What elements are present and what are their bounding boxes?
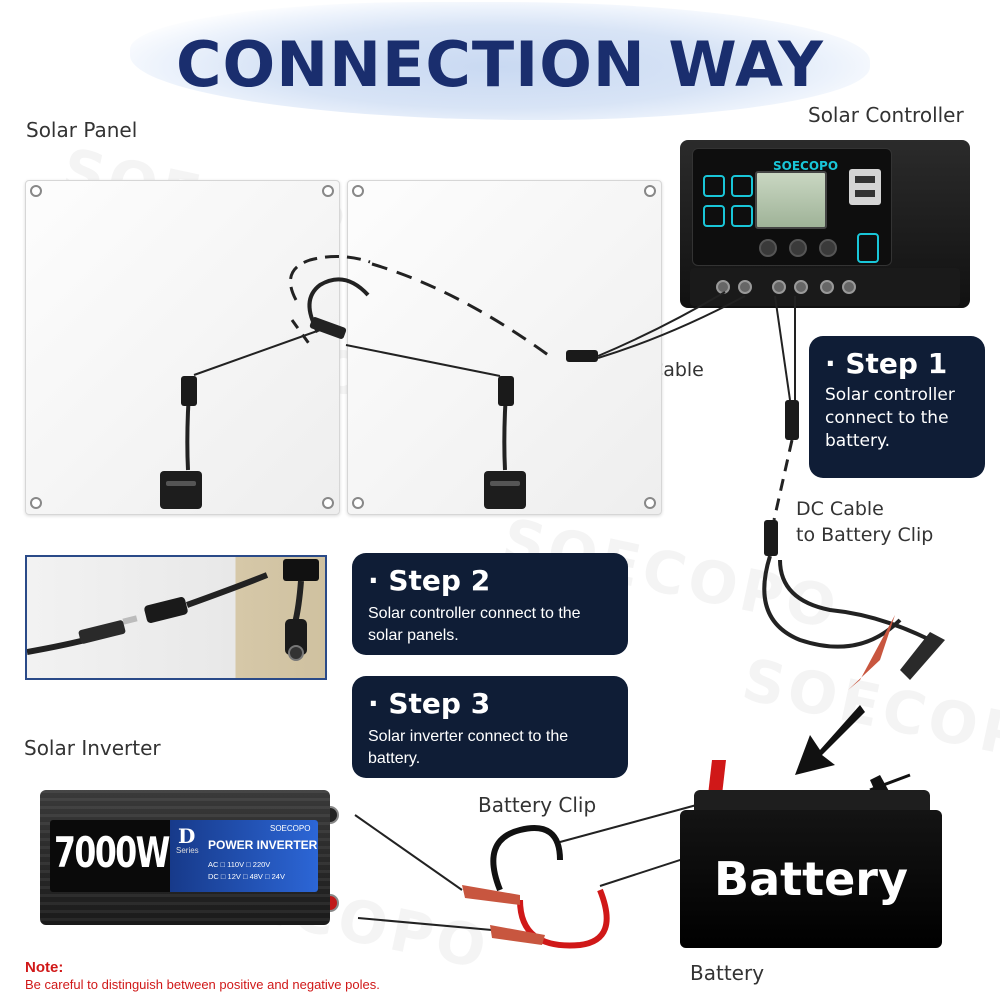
junction-box-icon bbox=[160, 471, 202, 509]
step-2-card: · Step 2 Solar controller connect to the… bbox=[352, 553, 628, 655]
grommet-icon bbox=[30, 185, 42, 197]
connector-icon bbox=[27, 559, 319, 661]
grommet-icon bbox=[352, 497, 364, 509]
step-1-title: · Step 1 bbox=[825, 347, 948, 380]
watermark: SOECOPO bbox=[736, 645, 1000, 783]
terminal-icon bbox=[820, 280, 834, 294]
step-3-text-line: Solar inverter connect to the bbox=[368, 728, 569, 746]
lcd-screen bbox=[755, 171, 827, 229]
step-3-text-line: battery. bbox=[368, 749, 421, 767]
controller-terminals bbox=[690, 268, 960, 306]
step-3-card: · Step 3 Solar inverter connect to the b… bbox=[352, 676, 628, 778]
battery-icon bbox=[857, 233, 879, 263]
usb-port-icon bbox=[849, 169, 881, 205]
dc-cable-battery-label-line1: DC Cable bbox=[796, 498, 884, 520]
solar-panel-label: Solar Panel bbox=[26, 118, 138, 142]
inverter-label-plate: 7000W D Series SOECOPO POWER INVERTER AC… bbox=[50, 820, 318, 892]
terminal-icon bbox=[738, 280, 752, 294]
connector-closeup-photo bbox=[25, 555, 327, 680]
inverter-title: POWER INVERTER bbox=[208, 838, 318, 852]
battery-unit: Battery bbox=[680, 790, 950, 950]
step-1-text-line: Solar controller bbox=[825, 385, 955, 406]
step-2-text-line: solar panels. bbox=[368, 626, 459, 644]
inverter-wattage: 7000W bbox=[54, 828, 170, 877]
grommet-icon bbox=[644, 185, 656, 197]
battery-clip-label: Battery Clip bbox=[478, 793, 597, 817]
gear-icon bbox=[731, 175, 753, 197]
terminal-icon bbox=[716, 280, 730, 294]
step-1-text-line: battery. bbox=[825, 431, 891, 452]
grommet-icon bbox=[322, 497, 334, 509]
panel-icon bbox=[703, 175, 725, 197]
inverter-spec-ac: AC □ 110V □ 220V bbox=[208, 860, 271, 869]
title-brush-background bbox=[130, 2, 870, 120]
terminal-icon bbox=[772, 280, 786, 294]
solar-panel-right bbox=[347, 180, 662, 515]
inverter-series-letter: D bbox=[178, 824, 196, 848]
up-button-icon bbox=[789, 239, 807, 257]
grommet-icon bbox=[644, 497, 656, 509]
grommet-icon bbox=[30, 497, 42, 509]
down-button-icon bbox=[819, 239, 837, 257]
menu-button-icon bbox=[759, 239, 777, 257]
solar-controller: SOECOPO bbox=[680, 140, 980, 310]
junction-box-icon bbox=[484, 471, 526, 509]
power-inverter: 7000W D Series SOECOPO POWER INVERTER AC… bbox=[40, 790, 330, 925]
step-1-card: · Step 1 Solar controller connect to the… bbox=[809, 336, 985, 478]
battery-label: Battery bbox=[690, 961, 765, 985]
inverter-blue-panel bbox=[170, 820, 318, 892]
dc-cable-battery-label-line2: to Battery Clip bbox=[796, 524, 934, 546]
page-title: CONNECTION WAY bbox=[176, 28, 824, 101]
step-1-text-line: connect to the bbox=[825, 408, 949, 429]
controller-brand: SOECOPO bbox=[773, 159, 839, 173]
note-text: Be careful to distinguish between positi… bbox=[25, 977, 380, 992]
solar-panel-left bbox=[25, 180, 340, 515]
step-2-title: · Step 2 bbox=[368, 564, 491, 597]
note-title: Note: bbox=[25, 959, 64, 976]
battery-body-text: Battery bbox=[714, 852, 908, 906]
terminal-icon bbox=[842, 280, 856, 294]
terminal-icon bbox=[794, 280, 808, 294]
step-3-title: · Step 3 bbox=[368, 687, 491, 720]
step-2-text-line: Solar controller connect to the bbox=[368, 605, 581, 623]
grommet-icon bbox=[322, 185, 334, 197]
inverter-series-word: Series bbox=[176, 846, 199, 855]
solar-inverter-label: Solar Inverter bbox=[24, 736, 161, 760]
lock-icon bbox=[731, 205, 753, 227]
inverter-brand: SOECOPO bbox=[270, 824, 311, 833]
inverter-spec-dc: DC □ 12V □ 48V □ 24V bbox=[208, 872, 285, 881]
grommet-icon bbox=[352, 185, 364, 197]
solar-controller-label: Solar Controller bbox=[808, 103, 964, 127]
battery-body bbox=[680, 810, 942, 948]
clock-icon bbox=[703, 205, 725, 227]
controller-face: SOECOPO bbox=[692, 148, 892, 266]
